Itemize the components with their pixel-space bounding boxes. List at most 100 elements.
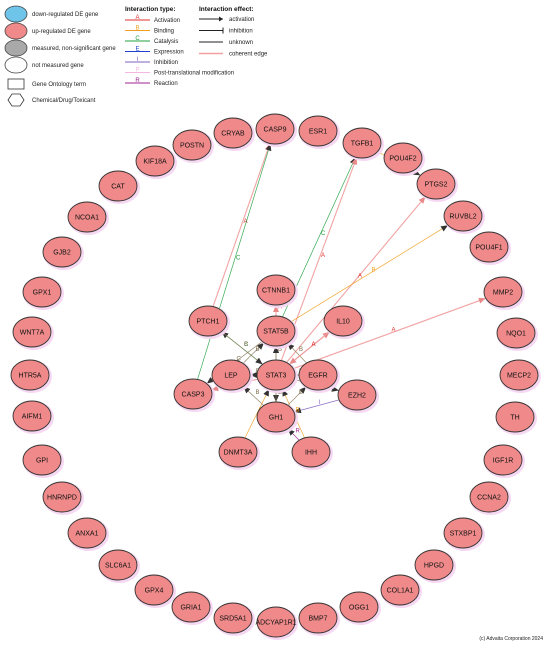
nodes-layer: CASP9 ESR1 CRYAB TGFB1 POSTN POU4F2 KIF18A PTGS… (10, 113, 541, 640)
gene-node-tgfb1[interactable]: TGFB1 (342, 127, 384, 161)
gene-node-cat[interactable]: CAT (98, 170, 140, 204)
gene-node-col1a1[interactable]: COL1A1 (380, 574, 422, 608)
gene-node-postn[interactable]: POSTN (172, 129, 214, 163)
gene-node-ezh2[interactable]: EZH2 (337, 379, 379, 413)
gene-node-ccna2[interactable]: CCNA2 (469, 481, 511, 515)
gene-node-gpx4[interactable]: GPX4 (134, 574, 176, 608)
node-label: IHH (305, 450, 317, 457)
gene-node-ptch1[interactable]: PTCH1 (188, 305, 230, 339)
legend-node-type-label: up-regulated DE gene (32, 29, 91, 35)
legend-interaction-type-label: Binding (154, 29, 174, 35)
gene-node-il10[interactable]: IL10 (323, 305, 365, 339)
legend-interaction-type-label: Expression (154, 50, 184, 56)
legend-interaction-effect: inhibition (199, 27, 253, 35)
gene-node-pou4f2[interactable]: POU4F2 (383, 142, 425, 176)
node-label: CRYAB (221, 131, 245, 138)
gene-node-ihh[interactable]: IHH (291, 436, 333, 470)
gene-node-ctnnb1[interactable]: CTNNB1 (256, 274, 298, 308)
node-ellipse (134, 574, 174, 606)
gene-node-stat5b[interactable]: STAT5B (256, 315, 298, 349)
gene-node-gria1[interactable]: GRIA1 (171, 591, 213, 625)
node-ellipse (291, 436, 331, 468)
edge-label: A (392, 328, 396, 334)
gene-node-mmp2[interactable]: MMP2 (483, 276, 525, 310)
legend-interaction-effect-label: activation (229, 17, 254, 23)
gene-node-htr5a[interactable]: HTR5A (10, 359, 52, 393)
edge-il10-stat3: A (288, 331, 331, 365)
node-ellipse (98, 170, 138, 202)
gene-node-slc6a1[interactable]: SLC6A1 (98, 549, 140, 583)
node-ellipse (42, 481, 82, 513)
edge-line (293, 297, 486, 370)
edge-line (286, 196, 426, 363)
node-label: IL10 (336, 319, 350, 326)
gene-node-egfr[interactable]: EGFR (298, 359, 340, 393)
gene-node-igf1r[interactable]: IGF1R (483, 444, 525, 478)
legend-node-type: measured, non-significant gene (4, 39, 116, 57)
node-label: STXBP1 (450, 531, 477, 538)
gene-node-ruvbl2[interactable]: RUVBL2 (443, 200, 485, 234)
edge-label: A (312, 342, 316, 348)
node-label: HPGD (424, 563, 444, 570)
edge-line (244, 388, 270, 439)
gene-node-ogg1[interactable]: OGG1 (339, 591, 381, 625)
node-ellipse (67, 201, 107, 233)
legend-letter: E (135, 47, 139, 53)
node-label: OGG1 (349, 605, 369, 612)
edge-label: B (278, 390, 282, 396)
edge-label: A (244, 219, 248, 225)
node-label: WNT7A (20, 330, 45, 337)
node-label: IGF1R (493, 458, 514, 465)
gene-node-hnrnpd[interactable]: HNRNPD (42, 481, 84, 515)
node-label: NCOA1 (75, 215, 99, 222)
gene-node-casp3[interactable]: CASP3 (173, 378, 215, 412)
gene-node-ncoa1[interactable]: NCOA1 (67, 201, 109, 235)
gene-node-lep[interactable]: LEP (211, 359, 253, 393)
gene-node-dnmt3a[interactable]: DNMT3A (218, 436, 260, 470)
gene-node-aifm1[interactable]: AIFM1 (12, 400, 54, 434)
edge-line (287, 386, 307, 406)
gene-node-esr1[interactable]: ESR1 (298, 115, 340, 149)
legend-interaction-effect: coherent edge (199, 52, 268, 58)
node-label: CASP9 (264, 127, 287, 134)
gene-node-th[interactable]: TH (495, 401, 537, 435)
node-ellipse (256, 359, 296, 391)
edge-stat3-mmp2: A (293, 297, 486, 370)
gene-node-stxbp1[interactable]: STXBP1 (443, 517, 485, 551)
edge-label: C (237, 357, 242, 363)
gene-node-gh1[interactable]: GH1 (256, 401, 298, 435)
node-ellipse (256, 315, 296, 347)
edge-label: A (358, 274, 362, 280)
node-ellipse (495, 401, 535, 433)
gene-node-gpx1[interactable]: GPX1 (22, 276, 64, 310)
node-label: SLC6A1 (105, 563, 131, 570)
gene-node-kif18a[interactable]: KIF18A (135, 145, 177, 179)
legend-node-type: Gene Ontology term (7, 78, 86, 90)
gene-node-adcyap1r1[interactable]: ADCYAP1R1 (255, 606, 298, 640)
gene-node-stat3[interactable]: STAT3 (256, 359, 298, 393)
node-ellipse (499, 359, 539, 391)
node-label: GH1 (269, 415, 284, 422)
legend-swatch-ellipse (4, 56, 28, 74)
gene-node-mecp2[interactable]: MECP2 (499, 359, 541, 393)
node-label: PTGS2 (425, 182, 448, 189)
gene-node-ptgs2[interactable]: PTGS2 (416, 168, 458, 202)
node-label: MMP2 (493, 290, 513, 297)
gene-node-srd5a1[interactable]: SRD5A1 (213, 602, 255, 636)
gene-node-pou4f1[interactable]: POU4F1 (469, 231, 511, 265)
legend-swatch-hexagon (7, 93, 25, 107)
gene-node-nqo1[interactable]: NQO1 (496, 317, 538, 351)
edge-line (243, 386, 264, 406)
gene-node-wnt7a[interactable]: WNT7A (12, 316, 54, 350)
gene-node-bmp7[interactable]: BMP7 (298, 602, 340, 636)
gene-node-hpgd[interactable]: HPGD (414, 549, 456, 583)
node-ellipse (67, 517, 107, 549)
gene-node-cryab[interactable]: CRYAB (213, 117, 255, 151)
gene-node-gpi[interactable]: GPI (22, 444, 64, 478)
gene-node-gjb2[interactable]: GJB2 (42, 236, 84, 270)
gene-node-anxa1[interactable]: ANXA1 (67, 517, 109, 551)
legend-interaction-type-label: Catalysis (154, 39, 178, 45)
gene-node-casp9[interactable]: CASP9 (255, 113, 297, 147)
